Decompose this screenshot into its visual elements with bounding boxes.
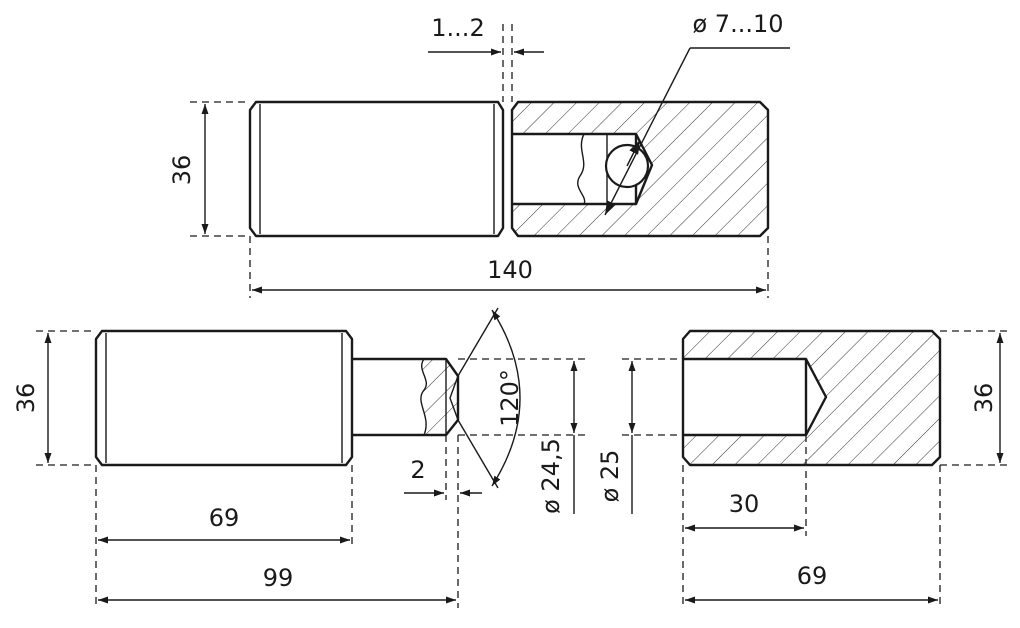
top-assembly-view: 36 140 1...2 ø 7...10 <box>168 10 790 298</box>
top-length-label: 140 <box>487 256 533 284</box>
sleeve-length-dimension: 69 <box>685 465 941 608</box>
bore-depth-dimension: 30 <box>682 435 807 608</box>
ball-diameter-label: ø 7...10 <box>692 10 783 38</box>
top-bolt-body <box>248 100 505 238</box>
angle-label: 120° <box>496 369 524 427</box>
bore-diameter-label: ø 25 <box>596 450 624 503</box>
bolt-pin <box>352 357 460 437</box>
angle-dimension: 120° <box>457 307 524 489</box>
bolt-length-69-label: 69 <box>209 504 240 532</box>
sleeve-length-label: 69 <box>797 562 828 590</box>
sleeve-height-label: 36 <box>970 383 998 414</box>
bolt-height-label: 36 <box>12 383 40 414</box>
sleeve-height-dimension: 36 <box>940 330 1012 466</box>
bolt-body <box>94 329 354 467</box>
top-height-label: 36 <box>168 155 196 186</box>
top-length-dimension: 140 <box>249 236 769 298</box>
chamfer-dimension: 2 <box>404 435 482 500</box>
sleeve-section <box>681 329 942 467</box>
pin-diameter-label: ø 24,5 <box>537 438 565 514</box>
top-sleeve-section <box>510 100 770 238</box>
bolt-length-69-dimension: 69 <box>95 465 353 608</box>
gap-dimension: 1...2 <box>428 14 544 102</box>
gap-label: 1...2 <box>431 14 484 42</box>
sleeve-detail-view: ø 25 30 69 36 <box>596 329 1012 608</box>
pin-diameter-dimension: ø 24,5 <box>458 358 585 514</box>
bore-diameter-dimension: ø 25 <box>596 358 684 514</box>
bolt-detail-view: 36 69 99 2 120° <box>12 307 585 608</box>
bore-depth-label: 30 <box>729 490 760 518</box>
bolt-height-dimension: 36 <box>12 330 96 466</box>
top-height-dimension: 36 <box>168 101 250 237</box>
ball-diameter-leader: ø 7...10 <box>604 10 790 216</box>
bolt-length-99-dimension: 99 <box>98 435 459 608</box>
bolt-length-99-label: 99 <box>263 564 294 592</box>
chamfer-label: 2 <box>410 456 425 484</box>
